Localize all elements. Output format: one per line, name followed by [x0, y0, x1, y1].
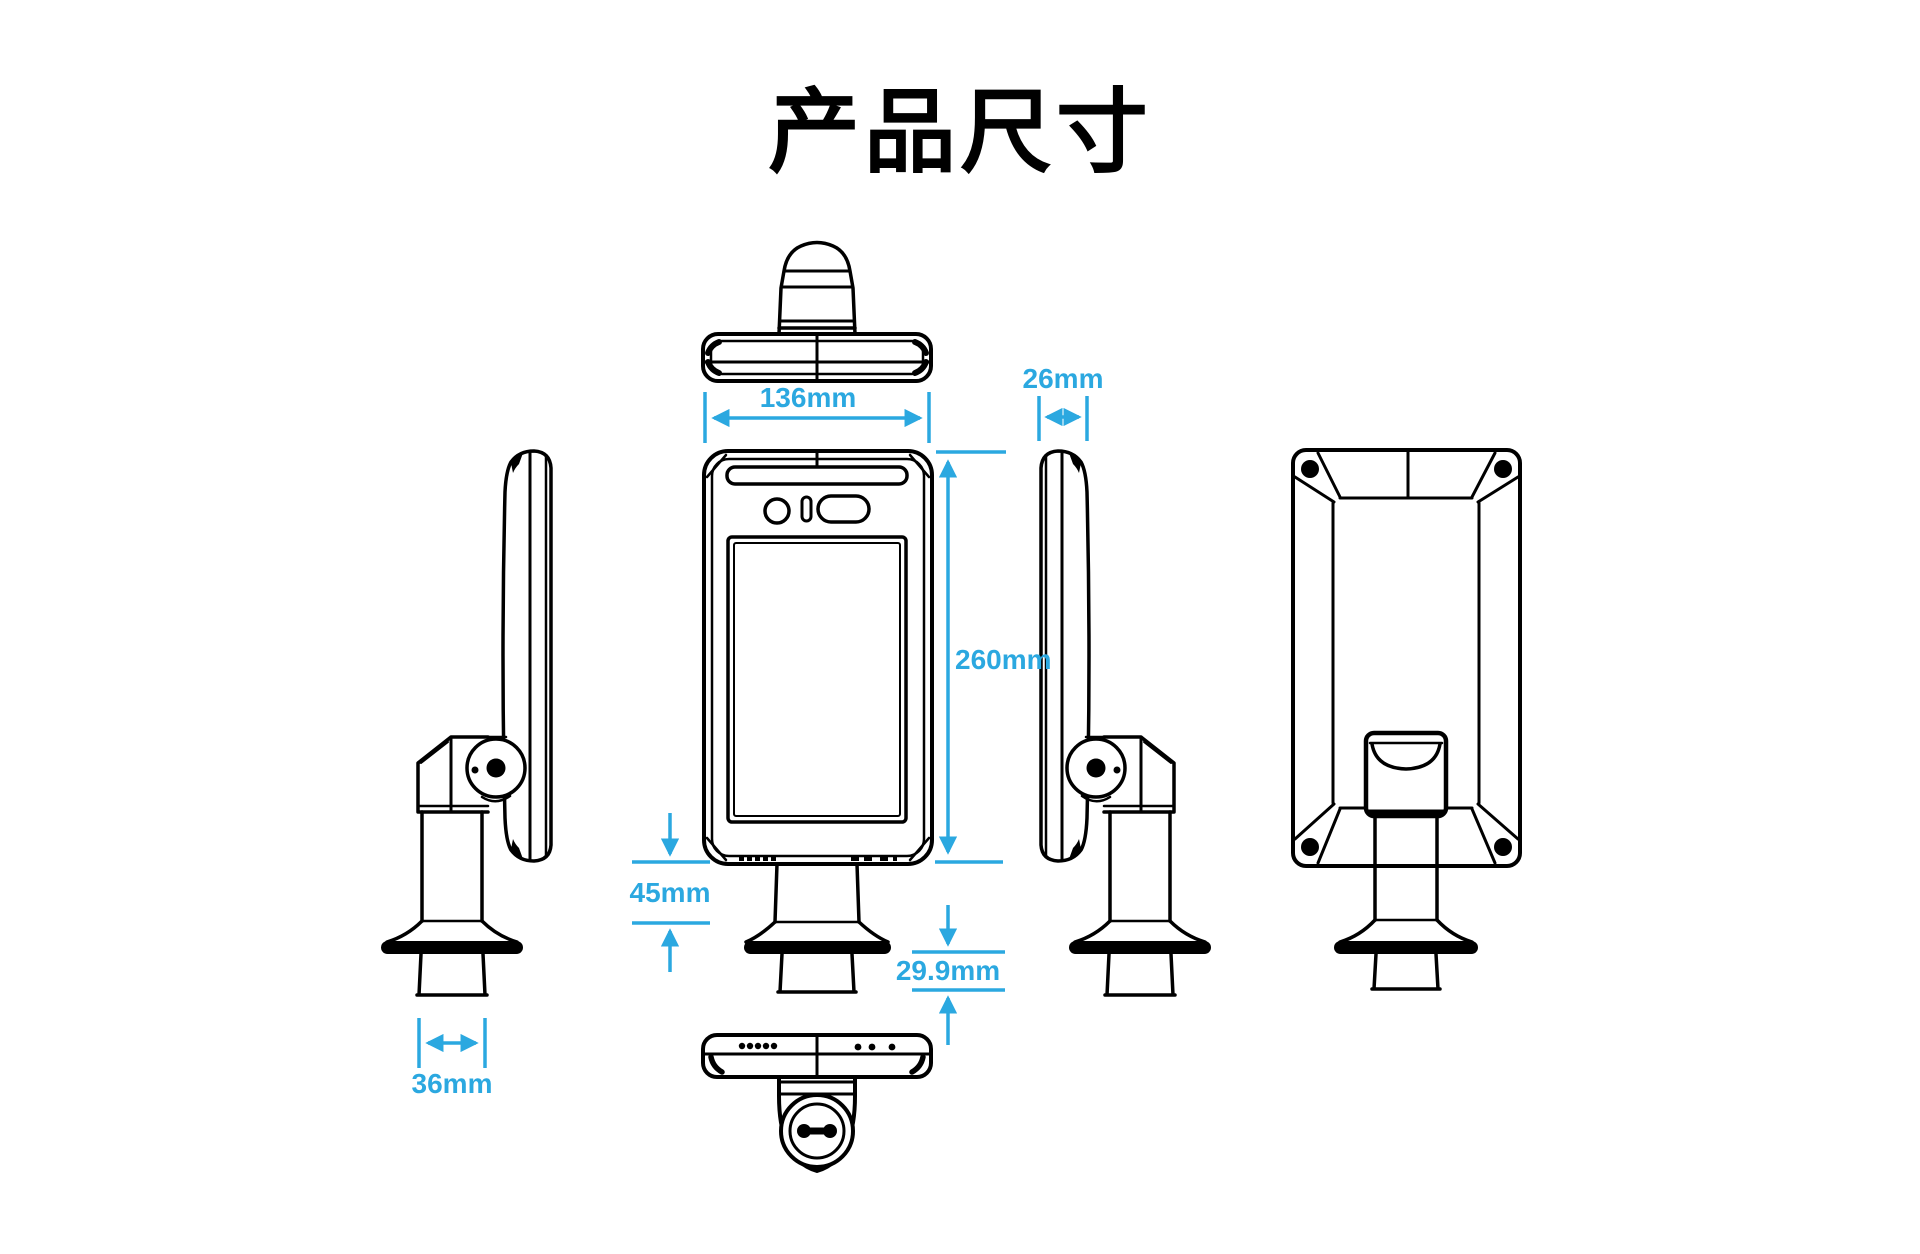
right-stand-column [1108, 810, 1172, 923]
dim-front-height [935, 450, 1006, 864]
left-hinge-bolt [486, 758, 506, 778]
bottom-grille-dots [738, 1042, 896, 1051]
dim-side-depth [1037, 396, 1089, 441]
front-height-label: 260mm [955, 644, 1052, 675]
front-view [702, 449, 934, 994]
mount-column-height-label: 29.9mm [895, 955, 1001, 986]
right-stand-flange [1069, 941, 1211, 954]
side-depth-label: 26mm [1022, 363, 1104, 394]
dim-mount-column-height [912, 905, 1005, 1045]
left-side-panel [501, 449, 553, 863]
right-hinge-bolt [1086, 758, 1106, 778]
dim-neck-height [632, 813, 710, 972]
bottom-ports [739, 856, 897, 861]
corner-screws [1301, 460, 1512, 856]
page-title: 产品尺寸 [767, 82, 1152, 184]
sensor-window [816, 494, 871, 524]
back-view [1291, 448, 1522, 991]
back-mount-plate [1363, 730, 1449, 819]
neck-height-label: 45mm [629, 877, 711, 908]
back-stand-flange [1334, 941, 1478, 954]
mount-column-width-label: 36mm [411, 1068, 493, 1099]
left-stand-column [420, 810, 484, 923]
screen [726, 535, 908, 824]
speaker-slot [725, 465, 909, 486]
camera-lens [763, 497, 791, 525]
stand-flange [744, 941, 891, 954]
fill-light-slot [800, 495, 813, 523]
bottom-view [701, 1033, 933, 1173]
back-stand-column [1373, 814, 1439, 922]
front-width-label: 136mm [759, 382, 857, 413]
top-view-mount-dome [777, 240, 857, 336]
stand-column [776, 952, 858, 994]
left-stand-flange [381, 941, 523, 954]
stand-neck [773, 862, 861, 924]
dim-front-width [703, 392, 931, 443]
right-side-view [1039, 449, 1211, 997]
top-view [701, 240, 933, 383]
left-side-view [381, 449, 553, 997]
dim-mount-column-width [417, 1018, 487, 1068]
dimension-annotations [417, 392, 1089, 1068]
